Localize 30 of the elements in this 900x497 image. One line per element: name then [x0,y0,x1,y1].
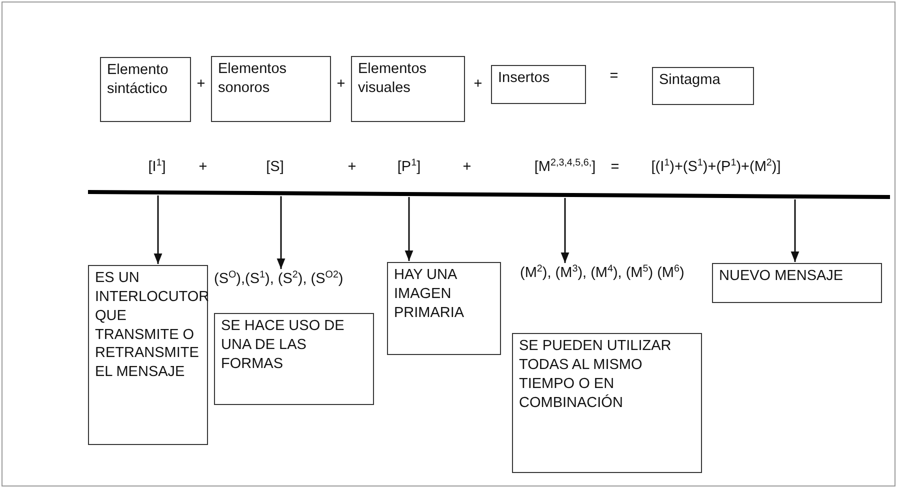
formula-text: (S$^{O}$),(S$^{1}$), (S$^{2}$), (S$^{O2}$) [214,270,382,296]
text-box: Insertos [491,65,586,104]
arrow [560,198,570,263]
plus-sign: + [198,159,208,175]
arrow [154,195,162,264]
formula-text: (M$^{2}$), (M$^{3}$), (M$^{4}$), (M$^{5}$) (M$^{6}$) [520,264,702,320]
formula-text: [(I$^{1}$)+(S$^{1}$)+(P$^{1}$)+(M$^{2}$)] [651,159,781,175]
formula-text: [P$^{1}$] [397,159,421,175]
plus-sign: + [348,159,356,175]
text-box: Elemento sintáctico [100,57,191,122]
plus-sign: + [336,76,346,92]
plus-sign: + [462,159,472,175]
text-box: SE HACE USO DE UNA DE LAS FORMAS [214,313,374,405]
equals-sign: = [610,159,620,175]
arrow [404,197,414,261]
formula-text: [I$^{1}$] [148,159,166,175]
plus-sign: + [196,76,206,92]
arrow [276,196,286,269]
text-box: Elementos sonoros [211,56,331,122]
equals-sign: = [610,68,618,84]
formula-text: [S] [266,159,284,175]
timeline-bar [88,190,890,199]
text-box: Sintagma [652,67,754,105]
arrow [790,199,800,262]
text-box: NUEVO MENSAJE [712,263,882,303]
text-box: SE PUEDEN UTILIZAR TODAS AL MISMO TIEMPO O EN COMBINACIÓN [512,333,702,473]
text-box: Elementos visuales [351,56,465,122]
formula-text: [M$^{2,3,4,5,6,}$] [534,159,596,175]
plus-sign: + [474,76,482,92]
text-box: HAY UNA IMAGEN PRIMARIA [387,262,501,355]
